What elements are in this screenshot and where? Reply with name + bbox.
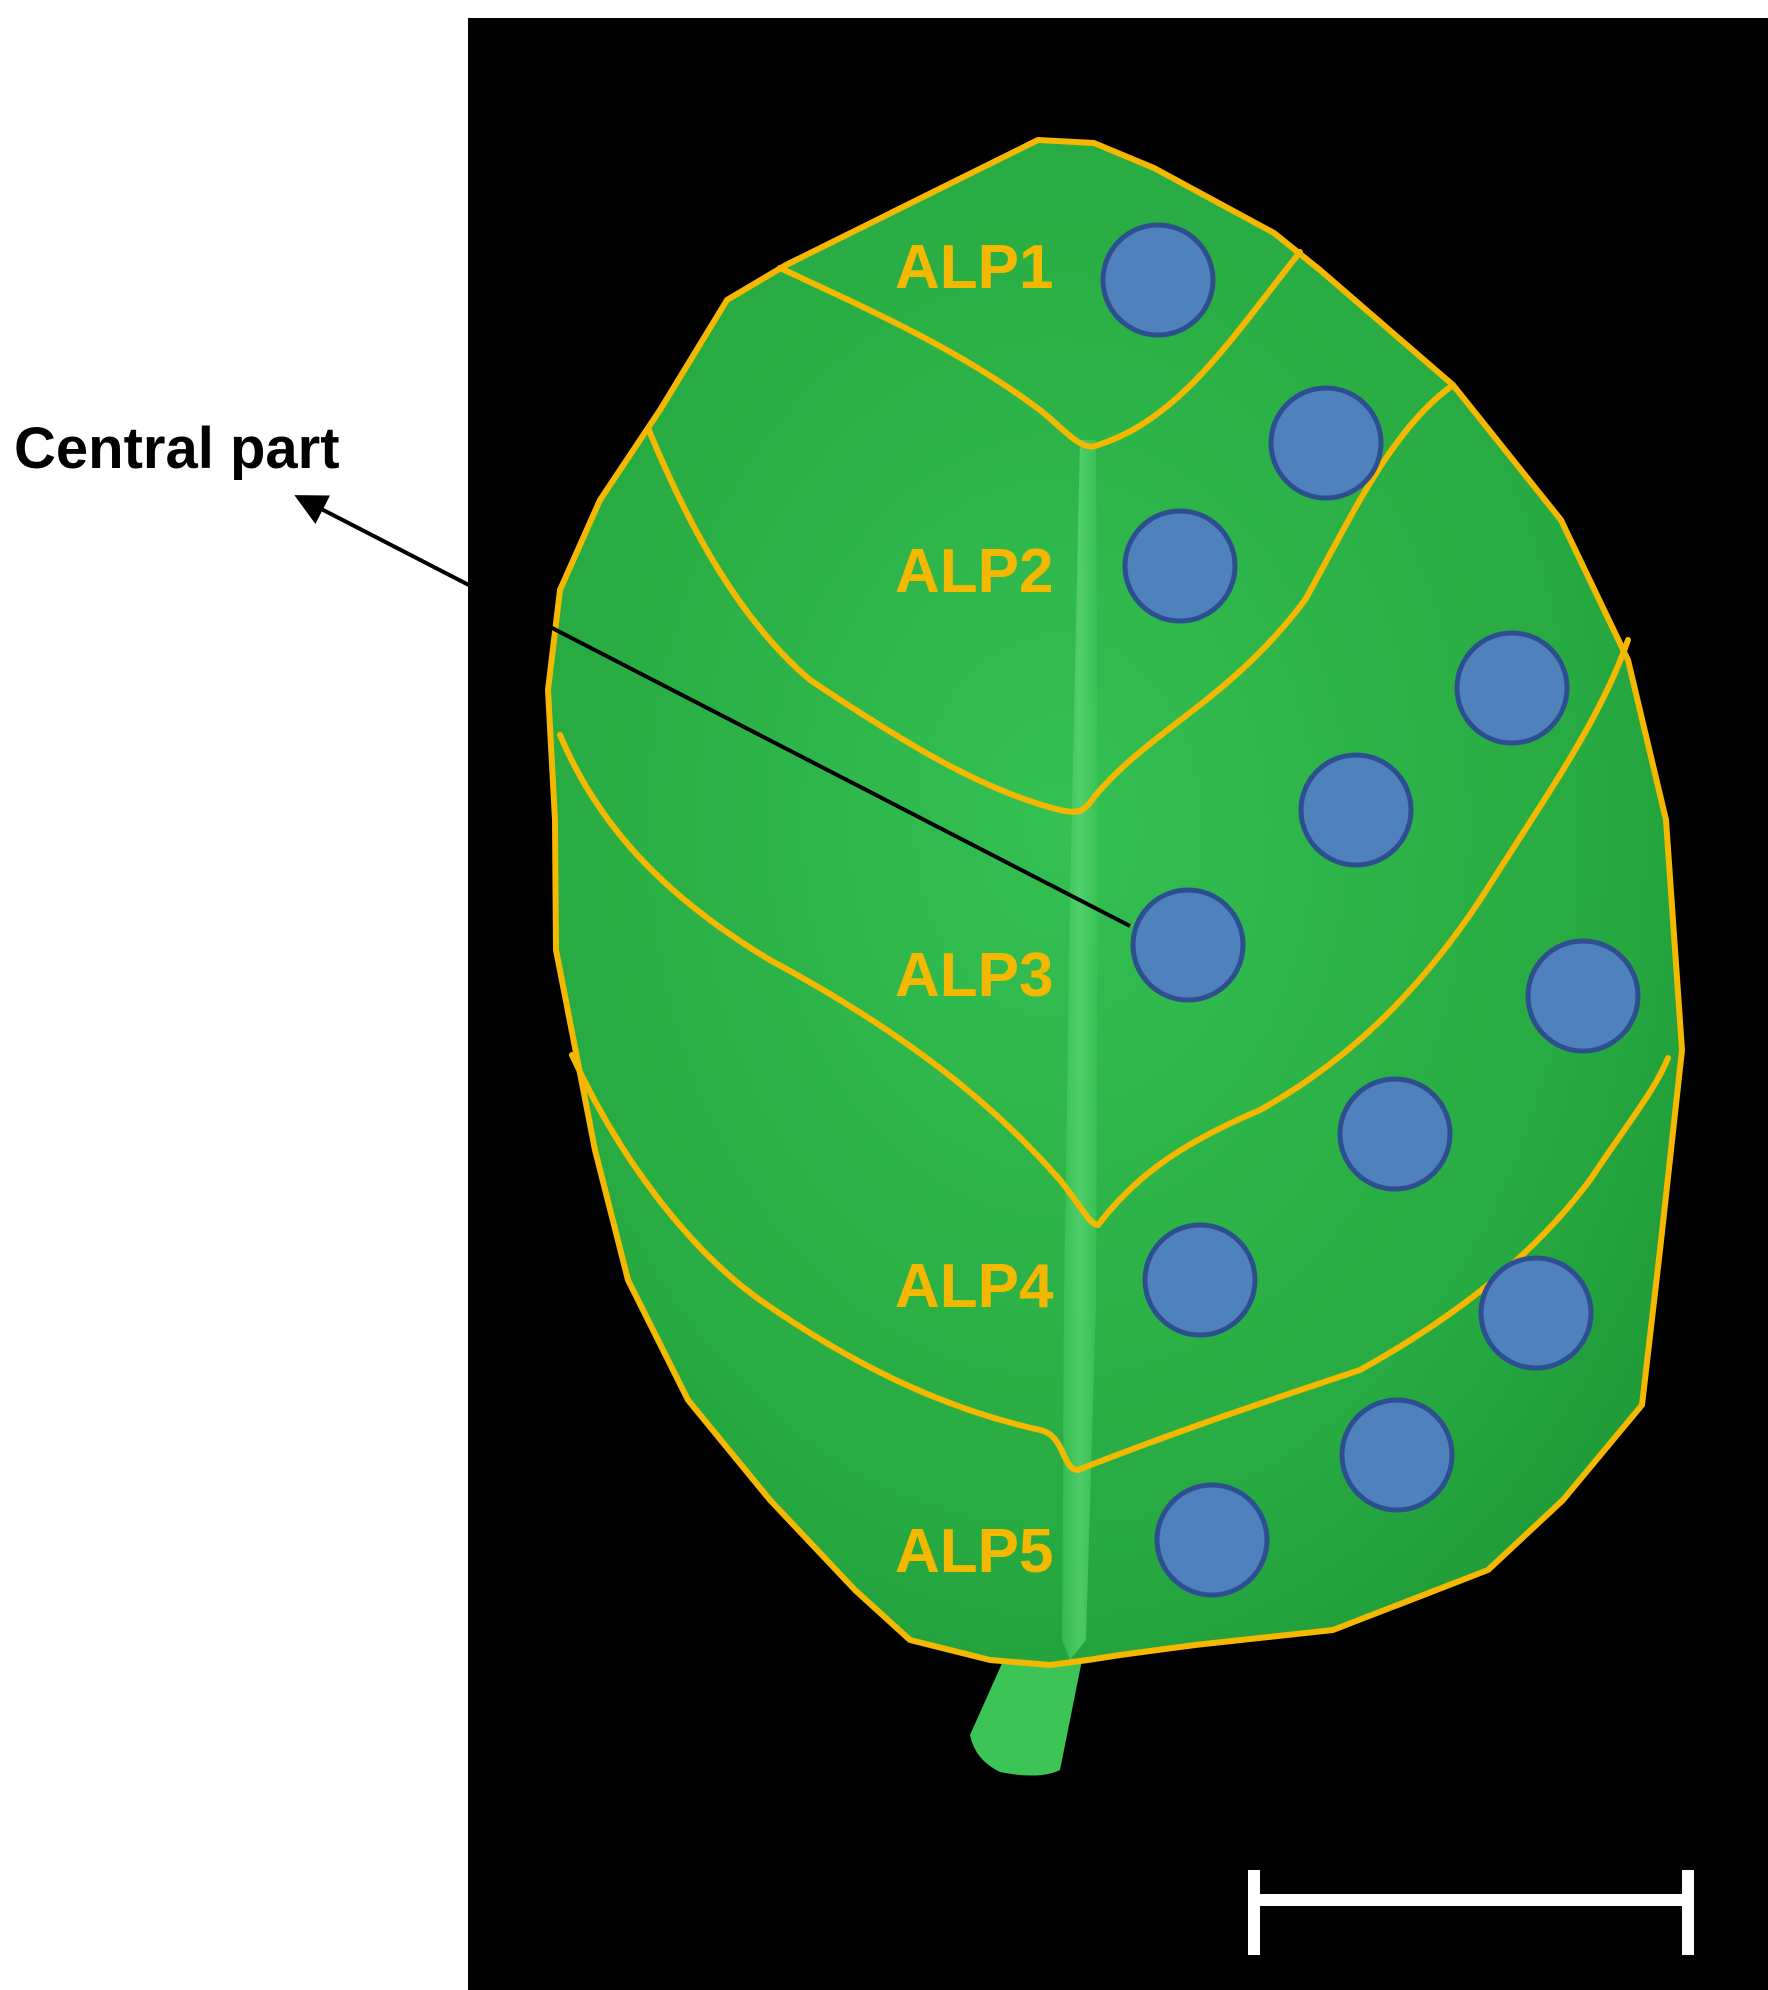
sample-spot xyxy=(1130,887,1246,1003)
scale-bar xyxy=(1248,1870,1694,1955)
sample-spots xyxy=(1100,222,1641,1598)
leaf-midrib xyxy=(1062,440,1098,1660)
sample-spot xyxy=(1454,630,1570,746)
zone-boundary-alp3 xyxy=(557,637,1631,1228)
sample-spot xyxy=(1478,1255,1594,1371)
central-part-label: Central part xyxy=(14,416,340,481)
sample-spot xyxy=(1339,1397,1455,1513)
zone-label-alp4: ALP4 xyxy=(895,1252,1054,1321)
central-part-arrow xyxy=(294,495,1131,928)
zone-label-alp1: ALP1 xyxy=(895,233,1053,302)
zone-label-alp3: ALP3 xyxy=(895,941,1053,1010)
zone-boundary-alp1 xyxy=(777,249,1303,450)
zone-boundaries xyxy=(557,249,1671,1473)
sample-spot xyxy=(1122,508,1238,624)
leaf-blade xyxy=(548,140,1682,1665)
zone-label-alp2: ALP2 xyxy=(895,537,1053,606)
leaf-outline xyxy=(545,137,1685,1668)
sample-spot xyxy=(1268,385,1384,501)
sample-spot xyxy=(1337,1076,1453,1192)
zone-boundary-alp2 xyxy=(645,382,1456,815)
sample-spot xyxy=(1154,1482,1270,1598)
zone-boundary-alp4 xyxy=(569,1052,1671,1473)
leaf-petiole xyxy=(970,1650,1082,1776)
zone-label-alp5: ALP5 xyxy=(895,1517,1053,1586)
sample-spot xyxy=(1142,1222,1258,1338)
sample-spot xyxy=(1100,222,1216,338)
sample-spot xyxy=(1298,752,1414,868)
sample-spot xyxy=(1525,938,1641,1054)
